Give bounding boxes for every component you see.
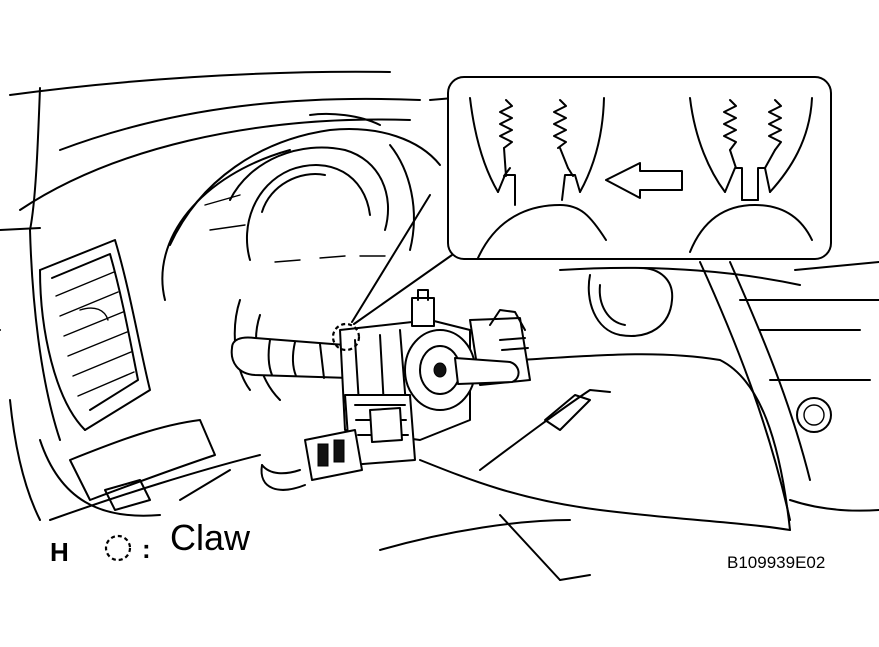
claw-engaged-view xyxy=(689,97,813,253)
figure-code-label: B109939E02 xyxy=(727,553,825,572)
dashed-circle-claw-icon xyxy=(104,534,132,562)
left-arrow-icon xyxy=(605,162,683,199)
claw-released-view xyxy=(469,97,607,259)
view-letter-label: H xyxy=(50,537,69,567)
legend-claw-label: Claw xyxy=(170,517,251,558)
claw-detail-inset xyxy=(351,76,832,325)
claw-location-marker xyxy=(331,322,361,352)
legend-separator: : xyxy=(142,534,151,564)
combination-switch-assembly xyxy=(230,289,531,491)
